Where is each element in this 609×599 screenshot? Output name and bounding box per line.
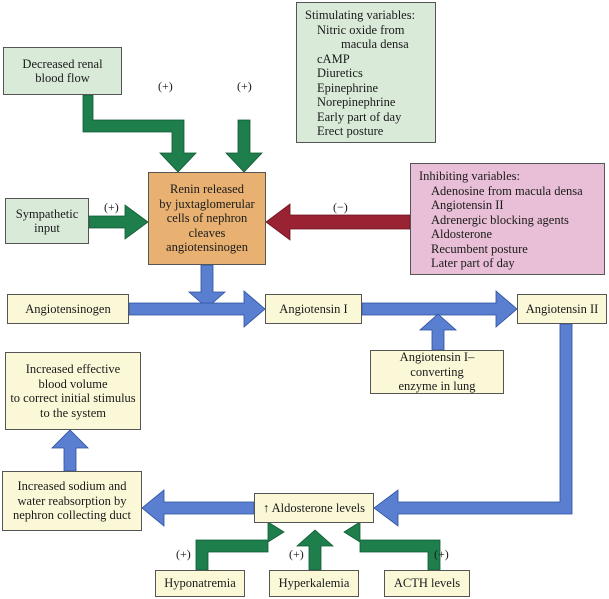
stimulating-variables-box: Stimulating variables: Nitric oxide from… (296, 2, 436, 143)
stimulating-item: macula densa (341, 37, 409, 51)
ace-text: Angiotensin I–converting enzyme in lung (375, 350, 499, 394)
acth-plus-sign: (+) (434, 547, 449, 561)
stimulating-item: Early part of day (317, 109, 402, 124)
decreased-renal-line-2: blood flow (35, 71, 90, 85)
angiotensinogen-label: Angiotensinogen (25, 301, 111, 316)
decreased-renal-text: Decreased renal blood flow (22, 57, 102, 86)
inhibiting-item: Later part of day (431, 256, 515, 270)
renin-line: by juxtaglomerular (159, 196, 255, 211)
arrow-angiotensin1-to-angiotensin2 (361, 290, 518, 328)
renin-line: Renin released (170, 182, 244, 197)
hyperkalemia-box: Hyperkalemia (269, 570, 359, 597)
acth-label: ACTH levels (393, 576, 461, 591)
renin-line: cleaves (188, 225, 226, 240)
arrow-angiotensinogen-to-angiotensin1 (128, 290, 266, 328)
increased-blood-volume-box: Increased effective blood volume to corr… (5, 352, 141, 430)
blood-volume-line: Increased effective (25, 362, 121, 376)
arrow-ace-to-conversion (418, 313, 458, 351)
sympathetic-line-1: Sympathetic (15, 206, 79, 221)
arrow-acth-to-aldosterone (343, 521, 441, 571)
arrow-angiotensin2-to-aldosterone (373, 323, 573, 527)
inhibiting-item: Angiotensin II (431, 198, 504, 212)
sympathetic-input-box: Sympathetic input (5, 198, 89, 244)
angiotensin-1-label: Angiotensin I (279, 301, 348, 316)
aldosterone-label: ↑ Aldosterone levels (262, 500, 366, 515)
sympathetic-plus-sign: (+) (104, 200, 119, 214)
blood-volume-line: to the system (40, 405, 106, 420)
stimulating-heading: Stimulating variables: (305, 8, 416, 22)
hyponatremia-box: Hyponatremia (155, 570, 245, 597)
blood-volume-line: blood volume (38, 376, 108, 391)
sympathetic-line-2: input (34, 221, 60, 235)
renin-line: cells of nephron (166, 211, 248, 226)
sympathetic-text: Sympathetic input (16, 207, 79, 236)
renin-line: angiotensinogen (166, 240, 248, 255)
hyponatremia-plus-sign: (+) (176, 547, 191, 561)
increased-sodium-box: Increased sodium and water reabsorption … (2, 471, 142, 531)
blood-volume-text: Increased effective blood volume to corr… (10, 362, 135, 420)
inhibiting-item: Adenosine from macula densa (431, 183, 583, 198)
inhibiting-item: Adrenergic blocking agents (431, 212, 569, 227)
stimulating-plus-sign: (+) (237, 79, 252, 93)
arrow-sodium-to-volume (51, 429, 89, 472)
renal-plus-sign: (+) (158, 79, 173, 93)
stimulating-item: Epinephrine (317, 80, 379, 95)
sodium-text: Increased sodium and water reabsorption … (13, 479, 131, 523)
ace-box: Angiotensin I–converting enzyme in lung (370, 350, 504, 394)
decreased-renal-blood-flow-box: Decreased renal blood flow (3, 47, 122, 95)
aldosterone-levels-box: ↑ Aldosterone levels (254, 493, 374, 523)
inhibiting-text: Inhibiting variables: Adenosine from mac… (419, 169, 583, 271)
arrow-inhibiting-to-renin (265, 203, 411, 241)
decreased-renal-line-1: Decreased renal (22, 56, 103, 71)
hyponatremia-label: Hyponatremia (164, 576, 236, 591)
arrow-stimulating-to-renin (225, 119, 263, 173)
stimulating-item: Nitric oxide from (317, 22, 405, 37)
stimulating-item: Erect posture (317, 124, 384, 138)
sodium-line: water reabsorption by (17, 493, 127, 508)
stimulating-item: Diuretics (317, 66, 363, 80)
inhibiting-item: Recumbent posture (431, 241, 528, 256)
inhibiting-item: Aldosterone (431, 227, 493, 241)
sodium-line: Increased sodium and (17, 479, 127, 494)
arrow-hyponatremia-to-aldosterone (195, 521, 285, 571)
angiotensinogen-box: Angiotensinogen (7, 294, 129, 324)
ace-line-2: enzyme in lung (398, 379, 476, 394)
inhibiting-minus-sign: (−) (333, 200, 348, 214)
stimulating-text: Stimulating variables: Nitric oxide from… (305, 8, 415, 139)
inhibiting-variables-box: Inhibiting variables: Adenosine from mac… (410, 163, 605, 275)
inhibiting-heading: Inhibiting variables: (419, 169, 521, 183)
renin-released-box: Renin released by juxtaglomerular cells … (148, 172, 266, 265)
hyperkalemia-plus-sign: (+) (289, 547, 304, 561)
arrow-renin-to-pathway (187, 264, 227, 309)
acth-levels-box: ACTH levels (384, 570, 470, 597)
stimulating-item: cAMP (317, 51, 350, 66)
arrow-hyperkalemia-to-aldosterone (295, 529, 335, 571)
ace-line-1: Angiotensin I–converting (399, 350, 475, 379)
angiotensin-2-box: Angiotensin II (517, 294, 607, 324)
arrow-sympathetic-to-renin (88, 204, 149, 240)
sodium-line: nephron collecting duct (12, 508, 132, 523)
stimulating-item: Norepinephrine (317, 95, 396, 109)
hyperkalemia-label: Hyperkalemia (278, 576, 350, 591)
arrow-renal-to-renin (82, 94, 197, 173)
blood-volume-line: to correct initial stimulus (10, 391, 136, 405)
angiotensin-1-box: Angiotensin I (265, 294, 362, 324)
renin-text: Renin released by juxtaglomerular cells … (159, 182, 254, 255)
angiotensin-2-label: Angiotensin II (525, 301, 599, 316)
arrow-aldosterone-to-sodium (141, 489, 255, 527)
